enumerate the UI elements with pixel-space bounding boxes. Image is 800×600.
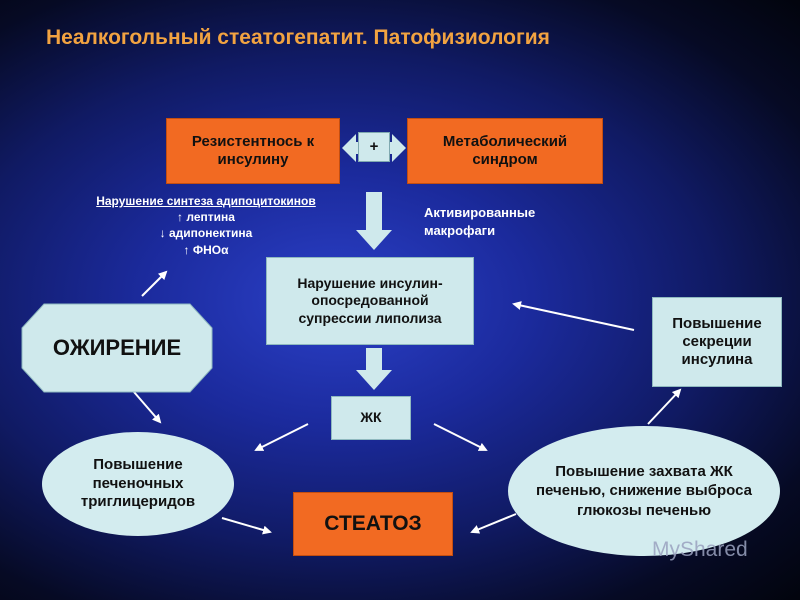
arrow-insulin-secretion-to-lipolysis [512,301,635,331]
insulin-resistance-box: Резистентнось к инсулину [166,118,340,184]
adipocytokines-note: Нарушение синтеза адипоцитокинов ↑ лепти… [56,193,356,258]
plus-sign: + [358,132,390,162]
triglycerides-label: Повышение печеночных триглицеридов [80,455,196,511]
page-title: Неалкогольный стеатогепатит. Патофизиоло… [46,26,550,49]
metabolic-syndrome-box: Метаболический синдром [407,118,603,184]
plus-label: + [369,137,379,155]
ffa-box: ЖК [331,396,411,440]
insulin-resistance-label: Резистентнось к инсулину [191,132,315,168]
ffa-uptake-label: Повышение захвата ЖК печенью, снижение в… [536,462,752,519]
steatosis-label: СТЕАТОЗ [324,512,422,536]
lipolysis-box: Нарушение инсулин-опосредованной супресс… [266,257,474,345]
macrophages-note: Активированные макрофаги [424,205,536,238]
arrow-obesity-to-triglycerides [133,391,162,424]
adiponectin-line: ↓ адипонектина [159,226,253,241]
arrow-ffa-to-triglycerides [254,423,309,451]
obesity-label-wrap: ОЖИРЕНИЕ [22,304,212,392]
arrow-triglycerides-to-steatosis [221,517,272,535]
down-arrow-to-lipolysis [356,192,392,250]
triglycerides-ellipse: Повышение печеночных триглицеридов [42,432,234,536]
arrow-ffa-to-uptake [433,423,488,451]
lipolysis-label: Нарушение инсулин-опосредованной супресс… [297,275,443,326]
leptin-line: ↑ лептина [177,210,235,225]
tnf-line: ↑ ФНОα [183,242,229,257]
arrow-uptake-to-insulin-secretion [647,388,682,425]
ffa-label: ЖК [360,409,382,426]
ffa-uptake-ellipse: Повышение захвата ЖК печенью, снижение в… [508,426,780,556]
arrow-obesity-to-adipocytokines [141,270,168,297]
insulin-secretion-label: Повышение секреции инсулина [672,314,762,369]
arrow-uptake-to-steatosis [470,513,517,534]
down-arrow-to-ffa [356,348,392,390]
obesity-label: ОЖИРЕНИЕ [52,334,182,360]
steatosis-box: СТЕАТОЗ [293,492,453,556]
insulin-secretion-box: Повышение секреции инсулина [652,297,782,387]
metabolic-syndrome-label: Метаболический синдром [442,132,568,168]
adipocytokines-heading: Нарушение синтеза адипоцитокинов [96,194,316,208]
obesity-shape [21,303,213,393]
watermark: MyShared [652,538,748,561]
